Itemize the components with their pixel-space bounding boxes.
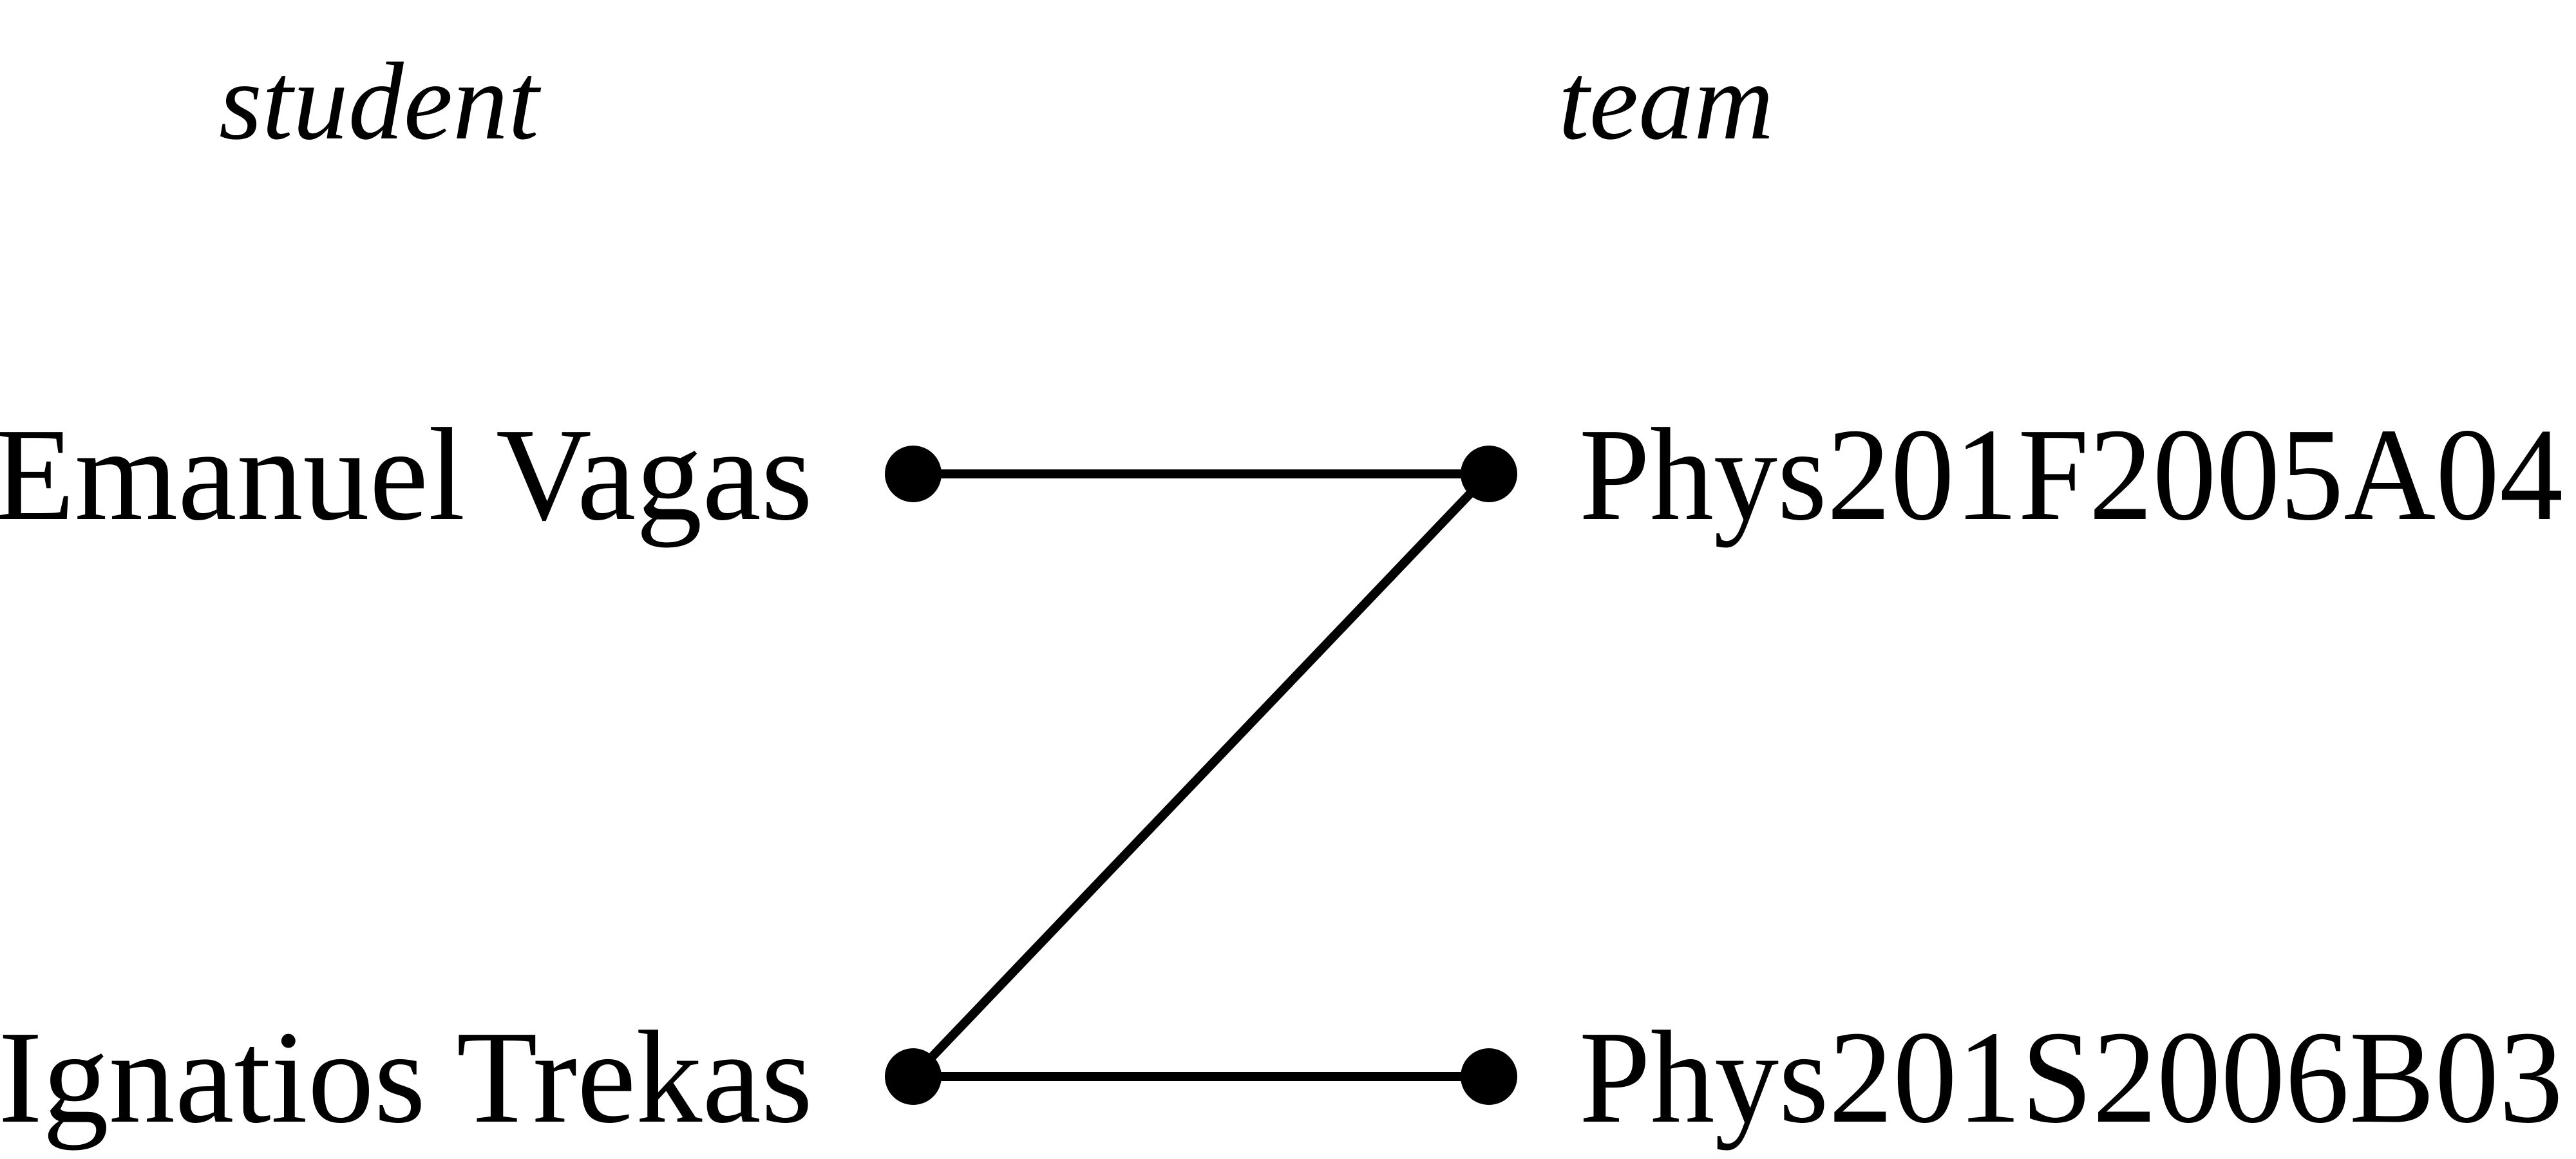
- edges-layer: [909, 469, 1493, 1081]
- student-name-label: Emanuel Vagas: [0, 400, 813, 548]
- student-node-dot: [885, 1048, 942, 1105]
- edge-s2-t1: [909, 469, 1493, 1081]
- team-node-dot: [1461, 446, 1517, 502]
- team-name-label: Phys201S2006B03: [1579, 1003, 2563, 1151]
- team-column-header: team: [1558, 41, 1774, 163]
- team-node-dot: [1461, 1048, 1517, 1105]
- student-column-header: student: [219, 41, 542, 163]
- student-name-label: Ignatios Trekas: [0, 1003, 813, 1151]
- nodes-layer: [885, 446, 1517, 1105]
- student-node-dot: [885, 446, 942, 502]
- team-name-label: Phys201F2005A04: [1579, 400, 2563, 548]
